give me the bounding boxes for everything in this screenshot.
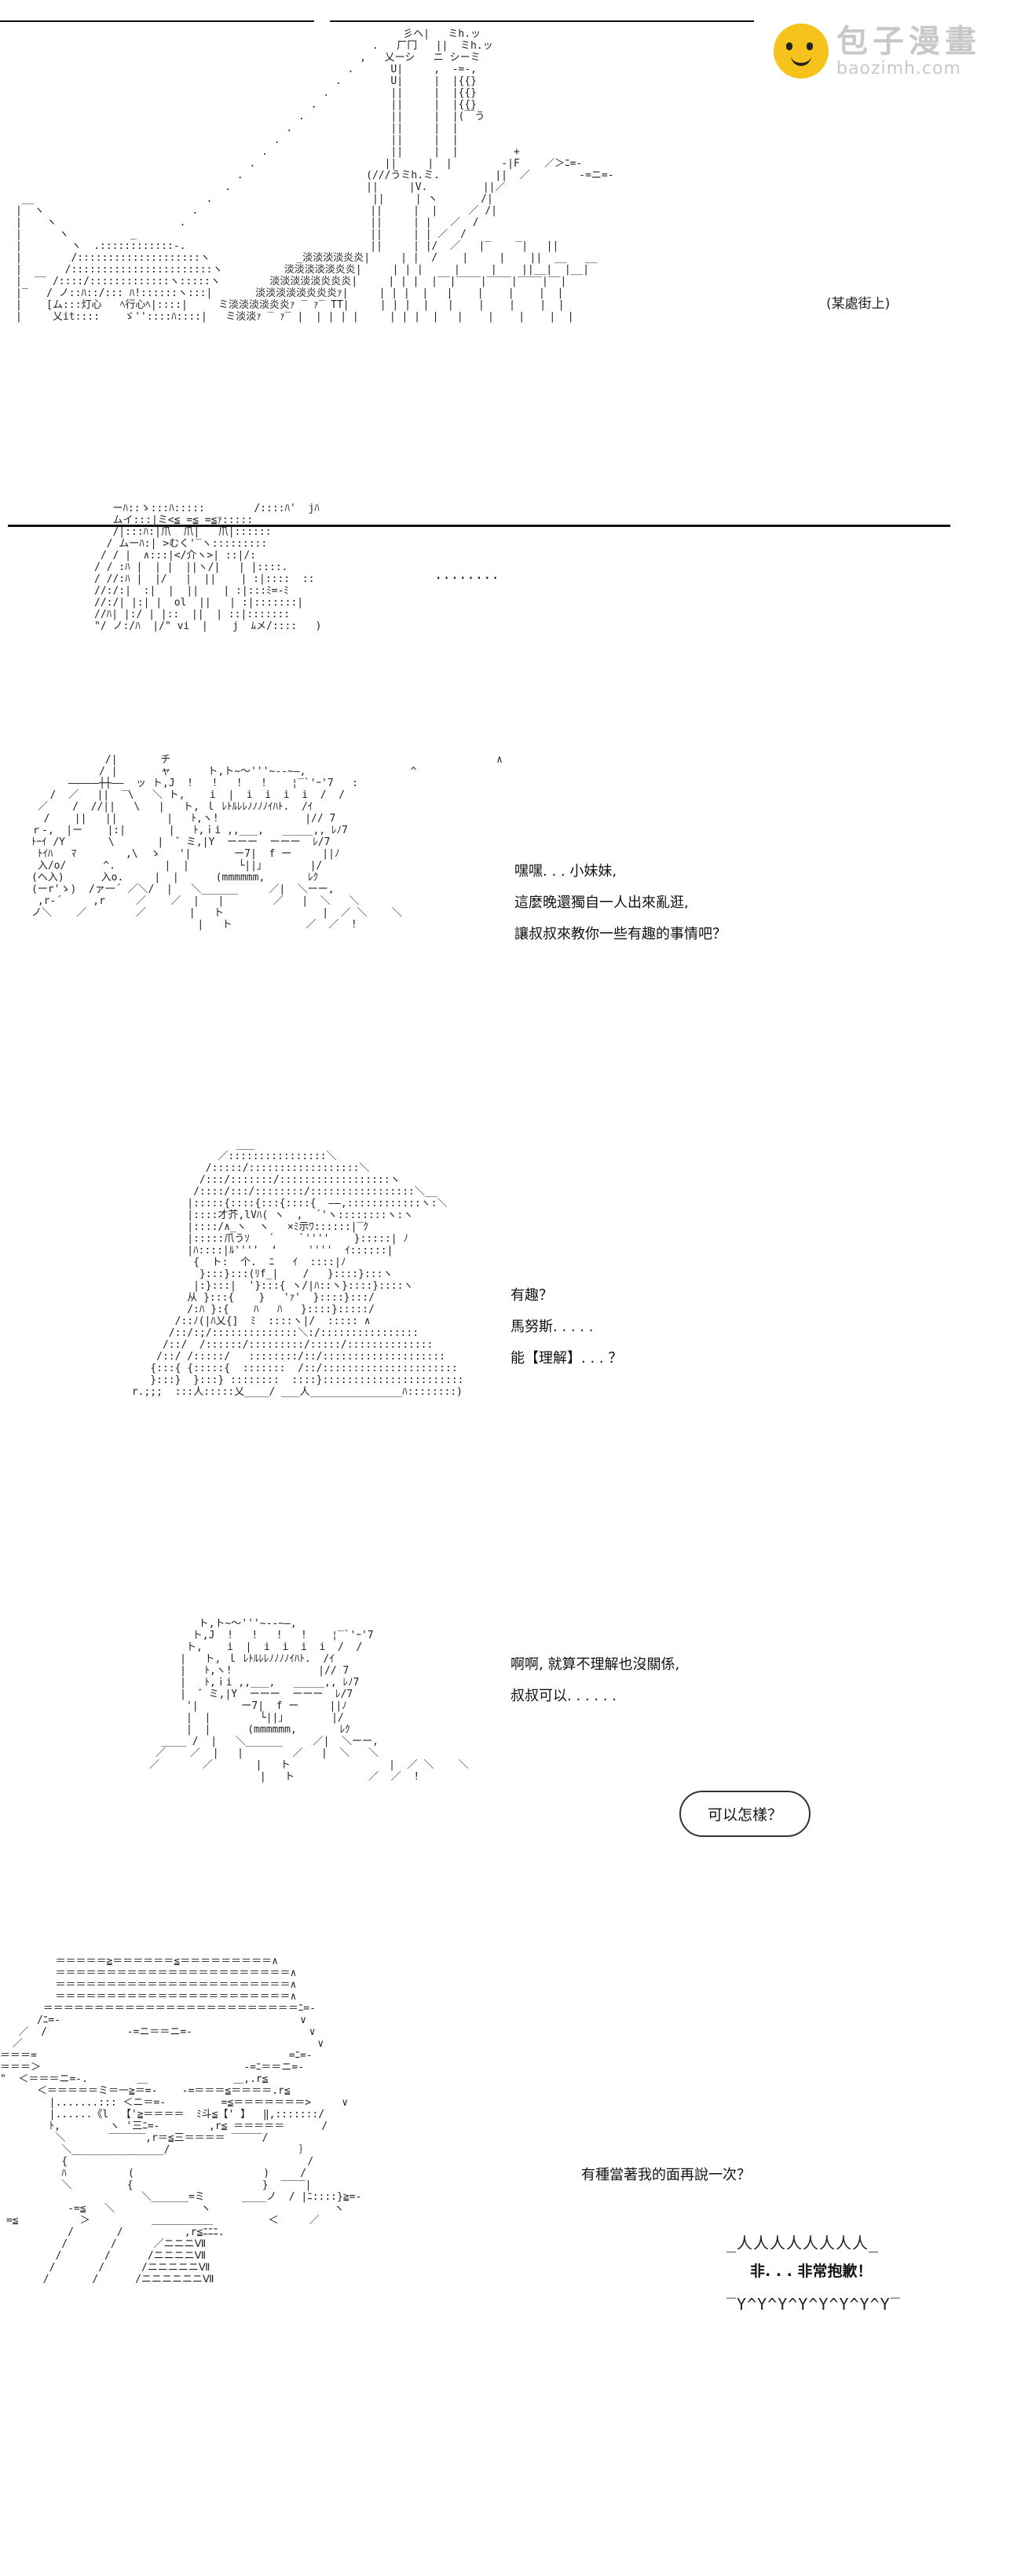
ellipsis-dots: ........ — [436, 564, 501, 583]
panel-street-scene: 彡ヘ| ミh.ッ . 厂冂 || ミh.ッ , 乂ーシ ニ シーミ — [0, 0, 1021, 738]
panel-girl-responds: ___ ／::::::::::::::::＼ /:::::/::::::::::… — [0, 1123, 1021, 1602]
panel-top-border-right — [330, 20, 754, 22]
uncle-portrait-art: ト,ト~〜'''~--~—, ト,J ! ! ! ! ¦‾`'ｰ'7 ト, i … — [149, 1618, 469, 1783]
apology-bubble-top-spikes: _人人人人人人人人_ — [726, 2234, 880, 2252]
dialogue-line: 啊啊, 就算不理解也沒關係, — [510, 1656, 680, 1673]
location-caption: (某處街上) — [826, 296, 891, 312]
dialogue-line: 讓叔叔來教你一些有趣的事情吧？ — [514, 926, 726, 942]
uncle-and-girl-art: /| チ ∧ / | ャ ト,ト~〜'''~--~—, ^ —————┼┼—— … — [31, 754, 503, 931]
dialogue-line: 這麼晚還獨自一人出來亂逛, — [514, 895, 689, 911]
dialogue-line: 有趣？ — [510, 1287, 553, 1304]
girl-body-art: ーﾊ::ゝ:::ﾊ::::: /::::ﾊ' jﾊ ムイ:::|ミ<≦ =≦ =… — [94, 503, 322, 632]
bun-mascot-icon — [774, 24, 829, 79]
watermark-text: 包子漫畫 baozimh.com — [836, 24, 981, 79]
angry-girl-art: ＝＝＝＝＝≧＝＝＝＝＝＝≦＝＝＝＝＝＝＝＝＝∧ ＝＝＝＝＝＝＝＝＝＝＝＝＝＝＝＝… — [0, 1956, 362, 2285]
dialogue-line: 有種當著我的面再說一次？ — [581, 2167, 751, 2183]
dialogue-line: 叔叔可以. . . . . . — [510, 1688, 617, 1704]
uncle-dialogue: 嘿嘿. . . 小妹妹, 這麼晚還獨自一人出來亂逛, 讓叔叔來教你一些有趣的事情… — [514, 856, 726, 950]
dialogue-line: 能【理解】. . . ？ — [510, 1350, 623, 1367]
watermark-name: 包子漫畫 — [836, 23, 981, 60]
panel-uncle-speaks: /| チ ∧ / | ャ ト,ト~〜'''~--~—, ^ —————┼┼—— … — [0, 738, 1021, 1123]
girl-dialogue: 有趣？ 馬努斯. . . . . 能【理解】. . . ？ — [510, 1280, 622, 1374]
apology-bubble: 非. . . 非常抱歉！ — [750, 2263, 873, 2280]
panel-uncle-continues: ト,ト~〜'''~--~—, ト,J ! ! ! ! ¦‾`'ｰ'7 ト, i … — [0, 1602, 1021, 1940]
dialogue-line: 馬努斯. . . . . — [510, 1319, 594, 1335]
panel-girl-angry: ＝＝＝＝＝≧＝＝＝＝＝＝≦＝＝＝＝＝＝＝＝＝∧ ＝＝＝＝＝＝＝＝＝＝＝＝＝＝＝＝… — [0, 1940, 1021, 2576]
apology-bubble-bottom-spikes: ‾Y^Y^Y^Y^Y^Y^Y^Y‾ — [726, 2295, 901, 2314]
panel-horizon-line — [8, 525, 950, 527]
street-art: 彡ヘ| ミh.ッ . 厂冂 || ミh.ッ , 乂ーシ ニ シーミ — [16, 28, 614, 323]
girl-threat-dialogue: 有種當著我的面再說一次？ — [581, 2160, 751, 2191]
girl-question-bubble: 可以怎樣？ — [679, 1791, 811, 1837]
watermark-site: baozimh.com — [836, 58, 961, 79]
girl-portrait-art: ___ ／::::::::::::::::＼ /:::::/::::::::::… — [131, 1139, 464, 1398]
dialogue-line: 嘿嘿. . . 小妹妹, — [514, 863, 617, 880]
watermark-logo: 包子漫畫 baozimh.com — [774, 24, 981, 79]
panel-top-border-left — [0, 20, 314, 22]
uncle-dialogue-2: 啊啊, 就算不理解也沒關係, 叔叔可以. . . . . . — [510, 1649, 679, 1712]
